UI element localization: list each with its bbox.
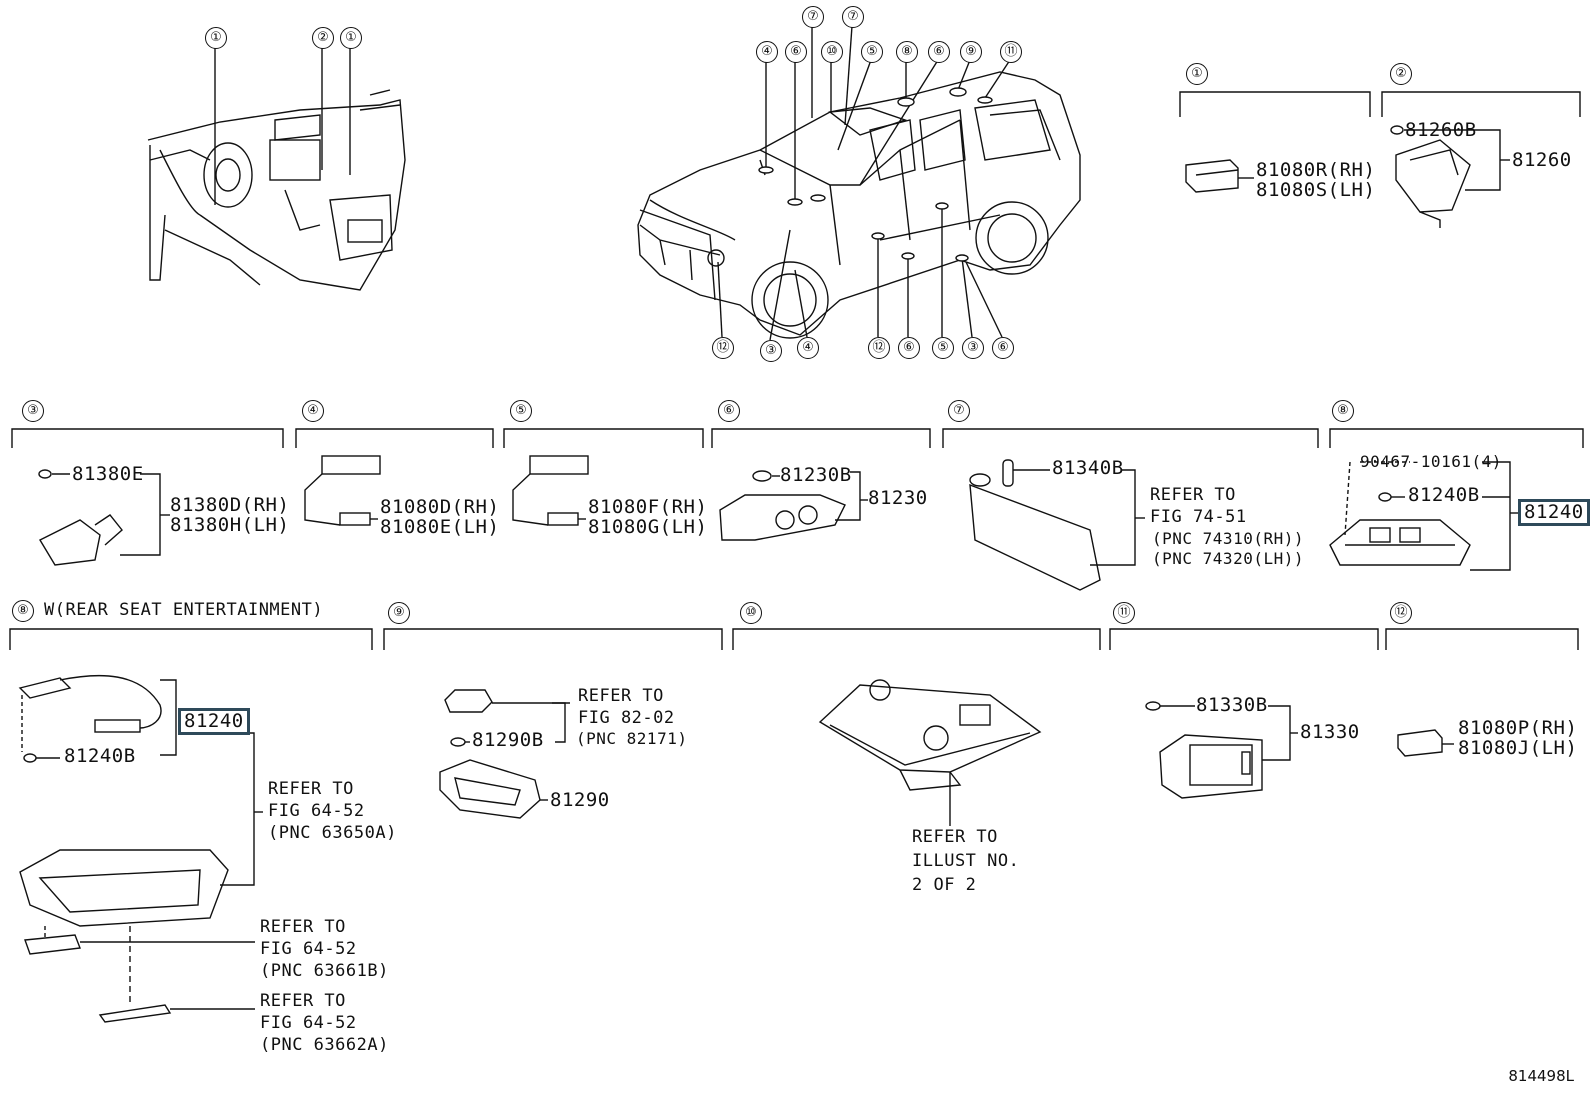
part-81240-illustration	[1329, 492, 1471, 566]
section-8w-refer3-line2: FIG 64-52	[260, 1013, 357, 1033]
section-8-screw: 90467-10161(4)	[1360, 452, 1502, 471]
section-8w-refer1-line3: (PNC 63650A)	[268, 823, 397, 843]
vehicle-illustration	[637, 71, 1081, 339]
section-1-number: ①	[1186, 63, 1208, 85]
part-81240-rse-illustration	[18, 674, 229, 1023]
section-6-number: ⑥	[718, 400, 740, 422]
section-3-part-rh: 81380D(RH)	[170, 494, 290, 516]
section-7-refer-line4: (PNC 74320(LH))	[1152, 549, 1304, 568]
section-8-number: ⑧	[1332, 400, 1354, 422]
callout-vehicle-4: ④	[756, 41, 778, 63]
section-9-number: ⑨	[388, 602, 410, 624]
section-8w-assy-highlight: 81240	[178, 708, 250, 735]
section-10-refer-line2: ILLUST NO.	[912, 851, 1020, 871]
section-5-part-rh: 81080F(RH)	[588, 496, 708, 518]
callout-vehicle-6b: ⑥	[928, 41, 950, 63]
section-10-number: ⑩	[740, 602, 762, 624]
callout-vehicle-12: ⑫	[712, 337, 734, 359]
section-7-refer-line3: (PNC 74310(RH))	[1152, 529, 1304, 548]
part-81260-illustration	[1390, 125, 1471, 228]
callout-vehicle-5: ⑤	[861, 41, 883, 63]
section-10-refer-line1: REFER TO	[912, 827, 998, 847]
section-9-refer-line1: REFER TO	[578, 686, 664, 706]
section-12-part-lh: 81080J(LH)	[1458, 737, 1578, 759]
section-3-part-lh: 81380H(LH)	[170, 514, 290, 536]
section-8w-bulb: 81240B	[64, 745, 136, 767]
section-8w-refer3-line1: REFER TO	[260, 991, 346, 1011]
section-2-number: ②	[1390, 63, 1412, 85]
section-1-part-rh: 81080R(RH)	[1256, 159, 1376, 181]
section-4-number: ④	[302, 400, 324, 422]
section-5-part-lh: 81080G(LH)	[588, 516, 708, 538]
part-81080P-illustration	[1397, 729, 1443, 757]
section-8w-refer1-line2: FIG 64-52	[268, 801, 365, 821]
section-11-assy: 81330	[1300, 721, 1360, 743]
callout-vehicle-12b: ⑫	[868, 337, 890, 359]
part-81330-illustration	[1145, 701, 1263, 799]
section-9-refer-line2: FIG 82-02	[578, 708, 675, 728]
part-sun-visor-illustration	[969, 459, 1101, 591]
section-3-bulb: 81380E	[72, 463, 144, 485]
section-2-assy: 81260	[1512, 149, 1572, 171]
section-8w-refer2-line2: FIG 64-52	[260, 939, 357, 959]
section-8w-refer3-line3: (PNC 63662A)	[260, 1035, 389, 1055]
section-8w-refer2-line3: (PNC 63661B)	[260, 961, 389, 981]
part-81380D-illustration	[38, 469, 123, 566]
section-8w-refer2-line1: REFER TO	[260, 917, 346, 937]
callout-1b-interior: ①	[340, 27, 362, 49]
section-9-refer-line3: (PNC 82171)	[576, 729, 688, 748]
section-11-number: ⑪	[1113, 602, 1135, 624]
callout-vehicle-3b: ③	[962, 337, 984, 359]
section-11-bulb: 81330B	[1196, 694, 1268, 716]
part-81080R-illustration	[1185, 159, 1239, 193]
section-2-bulb: 81260B	[1405, 119, 1477, 141]
part-81290-illustration	[439, 689, 541, 819]
callout-vehicle-7: ⑦	[802, 6, 824, 28]
callout-vehicle-7b: ⑦	[842, 6, 864, 28]
callout-vehicle-3: ③	[760, 340, 782, 362]
part-81230-illustration	[719, 470, 846, 541]
section-8-bulb: 81240B	[1408, 484, 1480, 506]
part-overhead-console-illustration	[818, 679, 1042, 791]
callout-vehicle-6d: ⑥	[992, 337, 1014, 359]
section-10-refer-line3: 2 OF 2	[912, 875, 977, 895]
callout-vehicle-8: ⑧	[896, 41, 918, 63]
callout-vehicle-10: ⑩	[821, 41, 843, 63]
section-7-refer-line2: FIG 74-51	[1150, 507, 1247, 527]
document-number: 814498L	[1508, 1067, 1574, 1085]
section-5-number: ⑤	[510, 400, 532, 422]
callout-vehicle-5b: ⑤	[932, 337, 954, 359]
callout-vehicle-6c: ⑥	[898, 337, 920, 359]
section-6-assy: 81230	[868, 487, 928, 509]
section-3-number: ③	[22, 400, 44, 422]
section-8-assy-highlight: 81240	[1518, 499, 1590, 526]
section-4-part-lh: 81080E(LH)	[380, 516, 500, 538]
section-7-refer-line1: REFER TO	[1150, 485, 1236, 505]
callout-vehicle-4b: ④	[797, 337, 819, 359]
callout-2-interior: ②	[312, 27, 334, 49]
section-8w-refer1-line1: REFER TO	[268, 779, 354, 799]
section-9-assy: 81290	[550, 789, 610, 811]
part-81080D-illustration	[304, 455, 381, 526]
callout-vehicle-11: ⑪	[1000, 41, 1022, 63]
section-8w-title: W(REAR SEAT ENTERTAINMENT)	[44, 600, 324, 620]
section-4-part-rh: 81080D(RH)	[380, 496, 500, 518]
section-6-bulb: 81230B	[780, 464, 852, 486]
part-81080F-illustration	[512, 455, 589, 526]
interior-dashboard-illustration	[147, 89, 406, 291]
callout-vehicle-9: ⑨	[960, 41, 982, 63]
section-7-bulb: 81340B	[1052, 457, 1124, 479]
section-12-number: ⑫	[1390, 602, 1412, 624]
section-12-part-rh: 81080P(RH)	[1458, 717, 1578, 739]
callout-1-interior: ①	[205, 27, 227, 49]
section-7-number: ⑦	[948, 400, 970, 422]
section-1-part-lh: 81080S(LH)	[1256, 179, 1376, 201]
section-9-bulb: 81290B	[472, 729, 544, 751]
callout-vehicle-6: ⑥	[785, 41, 807, 63]
section-8w-number: ⑧	[12, 600, 34, 622]
